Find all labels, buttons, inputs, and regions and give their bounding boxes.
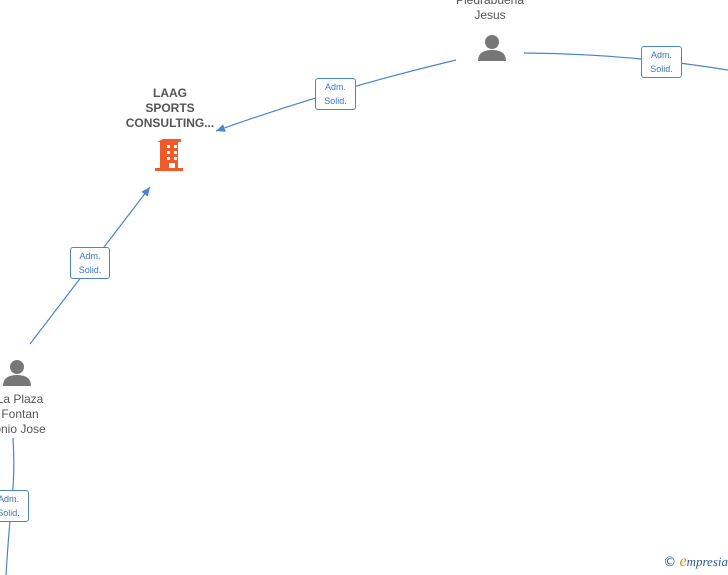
edge-label[interactable]: Adm. Solid. bbox=[315, 78, 356, 110]
person-top-name[interactable]: Piedrabuena Jesus bbox=[440, 0, 540, 23]
company-name-line: CONSULTING... bbox=[125, 116, 215, 130]
copyright-symbol: © bbox=[663, 555, 677, 570]
person-icon[interactable] bbox=[478, 35, 506, 61]
edge-label[interactable]: Adm. Solid. bbox=[70, 247, 110, 279]
company-name-line: LAAG bbox=[153, 86, 187, 100]
company-name-line: SPORTS bbox=[145, 101, 195, 115]
edge-label[interactable]: Adm. Solid. bbox=[0, 490, 29, 522]
edge-label-line: Adm. bbox=[79, 251, 101, 261]
person-name-line: Jesus bbox=[474, 8, 506, 22]
edge-label-line: Solid. bbox=[650, 64, 673, 74]
edge-label-line: Solid. bbox=[324, 96, 347, 106]
person-left-name[interactable]: La Plaza Fontan onio Jose bbox=[0, 392, 60, 437]
person-icon[interactable] bbox=[3, 360, 31, 386]
edge-label-line: Adm. bbox=[0, 494, 19, 504]
edge-label-line: Adm. bbox=[650, 50, 672, 60]
person-name-line: Fontan bbox=[1, 407, 39, 421]
company-name[interactable]: LAAG SPORTS CONSULTING... bbox=[120, 86, 220, 131]
edge-label-line: Adm. bbox=[324, 82, 346, 92]
empresia-logo[interactable]: © empresia bbox=[663, 553, 728, 571]
brand-initial: e bbox=[679, 553, 687, 570]
edge-label-line: Solid. bbox=[78, 265, 102, 275]
edge-top-to-right bbox=[523, 52, 728, 71]
building-icon[interactable] bbox=[155, 139, 185, 171]
brand-name: mpresia bbox=[686, 554, 728, 569]
edge-label-line: Solid. bbox=[0, 508, 20, 518]
person-name-line: Piedrabuena bbox=[455, 0, 525, 7]
person-name-line: La Plaza bbox=[0, 392, 44, 406]
edge-label[interactable]: Adm. Solid. bbox=[641, 46, 682, 78]
person-name-line: onio Jose bbox=[0, 422, 46, 436]
